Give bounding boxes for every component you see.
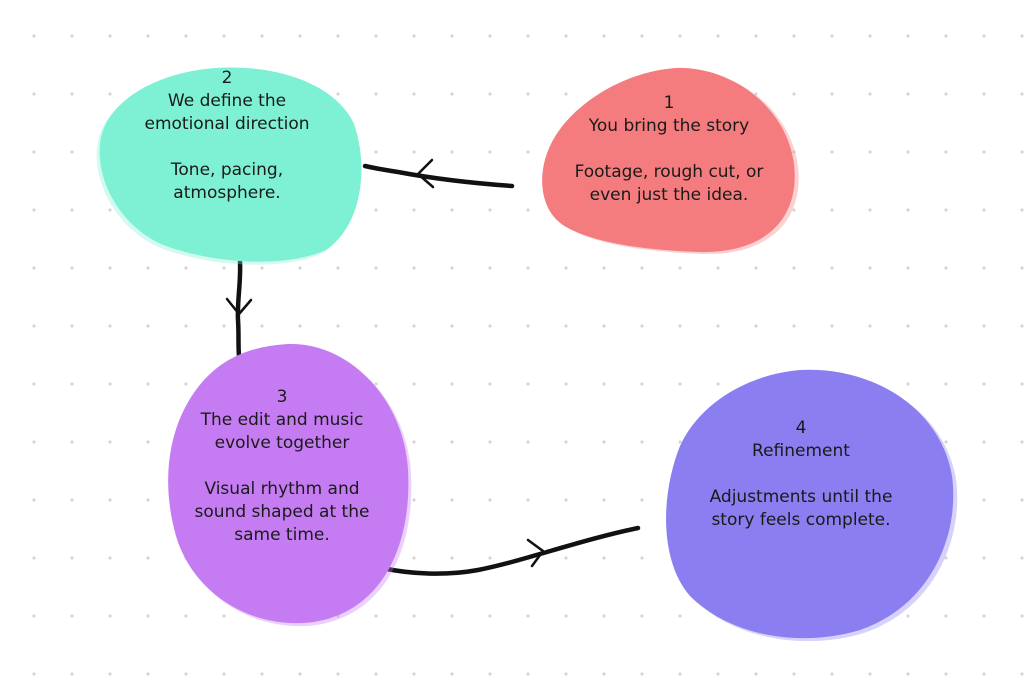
step-1-number: 1 (663, 93, 675, 113)
step-1-text: 1 You bring the story Footage, rough cut… (538, 92, 800, 207)
step-3-title-line-1: The edit and music (200, 410, 364, 430)
step-1-node: 1 You bring the story Footage, rough cut… (538, 64, 800, 256)
arrowhead-down-icon (225, 297, 253, 316)
step-3-body-line-1: Visual rhythm and (204, 479, 360, 499)
step-4-node: 4 Refinement Adjustments until the story… (660, 366, 960, 642)
arrow-step1-to-step2 (362, 158, 515, 189)
step-4-number: 4 (795, 418, 807, 438)
step-1-body-line-2: even just the idea. (589, 185, 749, 205)
step-1-title-line-1: You bring the story (588, 116, 750, 136)
step-2-body-line-2: atmosphere. (173, 183, 281, 203)
step-3-text: 3 The edit and music evolve together Vis… (164, 386, 400, 547)
step-4-blob-shape (666, 369, 958, 642)
step-3-body-line-3: same time. (234, 525, 330, 545)
step-2-number: 2 (221, 68, 233, 88)
step-4-text: 4 Refinement Adjustments until the story… (660, 417, 942, 532)
step-2-text: 2 We define the emotional direction Tone… (96, 67, 358, 205)
step-3-blob-shape (168, 343, 412, 627)
step-4-body-line-1: Adjustments until the (709, 487, 893, 507)
arrowhead-right-icon (526, 538, 545, 568)
arrow-step3-to-step4 (379, 525, 641, 576)
step-2-blob-shape (96, 67, 362, 265)
step-2-title-line-1: We define the (167, 91, 287, 111)
arrowhead-left-icon (416, 158, 435, 189)
arrow-step2-to-step3 (225, 259, 253, 359)
step-3-node: 3 The edit and music evolve together Vis… (164, 340, 412, 627)
step-2-title-line-2: emotional direction (144, 114, 310, 134)
step-4-body-line-2: story feels complete. (711, 510, 891, 530)
step-3-number: 3 (276, 387, 288, 407)
step-2-body-line-1: Tone, pacing, (170, 160, 284, 180)
step-1-body-line-1: Footage, rough cut, or (574, 162, 764, 182)
step-1-blob-shape (542, 67, 799, 255)
step-4-title-line-1: Refinement (752, 441, 850, 461)
step-2-node: 2 We define the emotional direction Tone… (96, 64, 368, 265)
step-3-title-line-2: evolve together (214, 433, 350, 453)
step-3-body-line-2: sound shaped at the (194, 502, 370, 522)
